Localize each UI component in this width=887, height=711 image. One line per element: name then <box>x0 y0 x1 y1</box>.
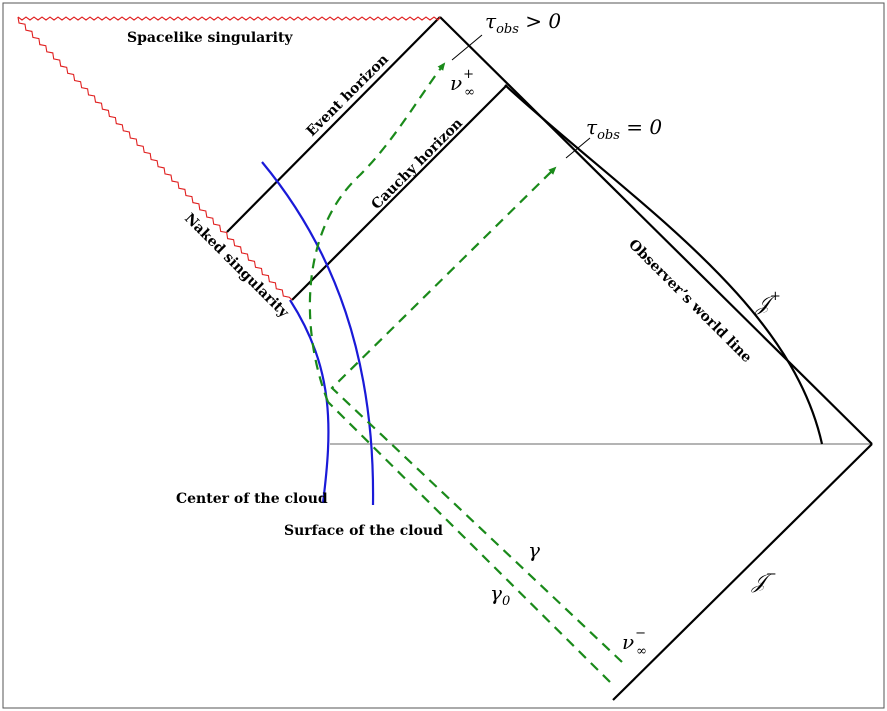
tau-zero-tick <box>565 137 591 159</box>
ray-gamma-zero-ingoing <box>327 401 611 683</box>
tau-obs-zero-label: τobs = 0 <box>586 115 662 143</box>
ray-gamma <box>330 166 623 663</box>
scri-plus-label: 𝒥+ <box>755 289 781 315</box>
naked-singularity-label: Naked singularity <box>181 211 292 322</box>
gamma-zero-label: γ0 <box>490 581 510 609</box>
ray-gamma-zero-outgoing <box>308 62 446 403</box>
spacelike-singularity-label: Spacelike singularity <box>127 30 293 46</box>
tau-obs-positive-label: τobs > 0 <box>485 9 561 37</box>
center-of-cloud-label: Center of the cloud <box>176 491 328 507</box>
observer-world-line <box>504 84 824 445</box>
tau-positive-tick <box>451 34 483 61</box>
surface-of-cloud-label: Surface of the cloud <box>284 523 443 539</box>
event-horizon-label: Event horizon <box>304 51 392 139</box>
nu-inf-minus-label: ν−∞ <box>622 626 647 659</box>
cloud-center-curve <box>289 299 330 504</box>
past-null-infinity-line <box>612 443 873 701</box>
cauchy-horizon-label: Cauchy horizon <box>369 115 466 212</box>
event-horizon-line <box>226 16 441 233</box>
naked-singularity-line <box>17 16 293 301</box>
scri-minus-label: 𝒥− <box>751 567 777 593</box>
nu-inf-plus-label: ν+∞ <box>450 67 475 100</box>
gamma-label: γ <box>528 538 540 562</box>
observers-world-line-label: Observer’s world line <box>625 237 755 367</box>
cloud-surface-curve <box>261 161 375 506</box>
spacelike-singularity-line <box>17 16 441 21</box>
future-null-infinity-line <box>439 16 873 445</box>
